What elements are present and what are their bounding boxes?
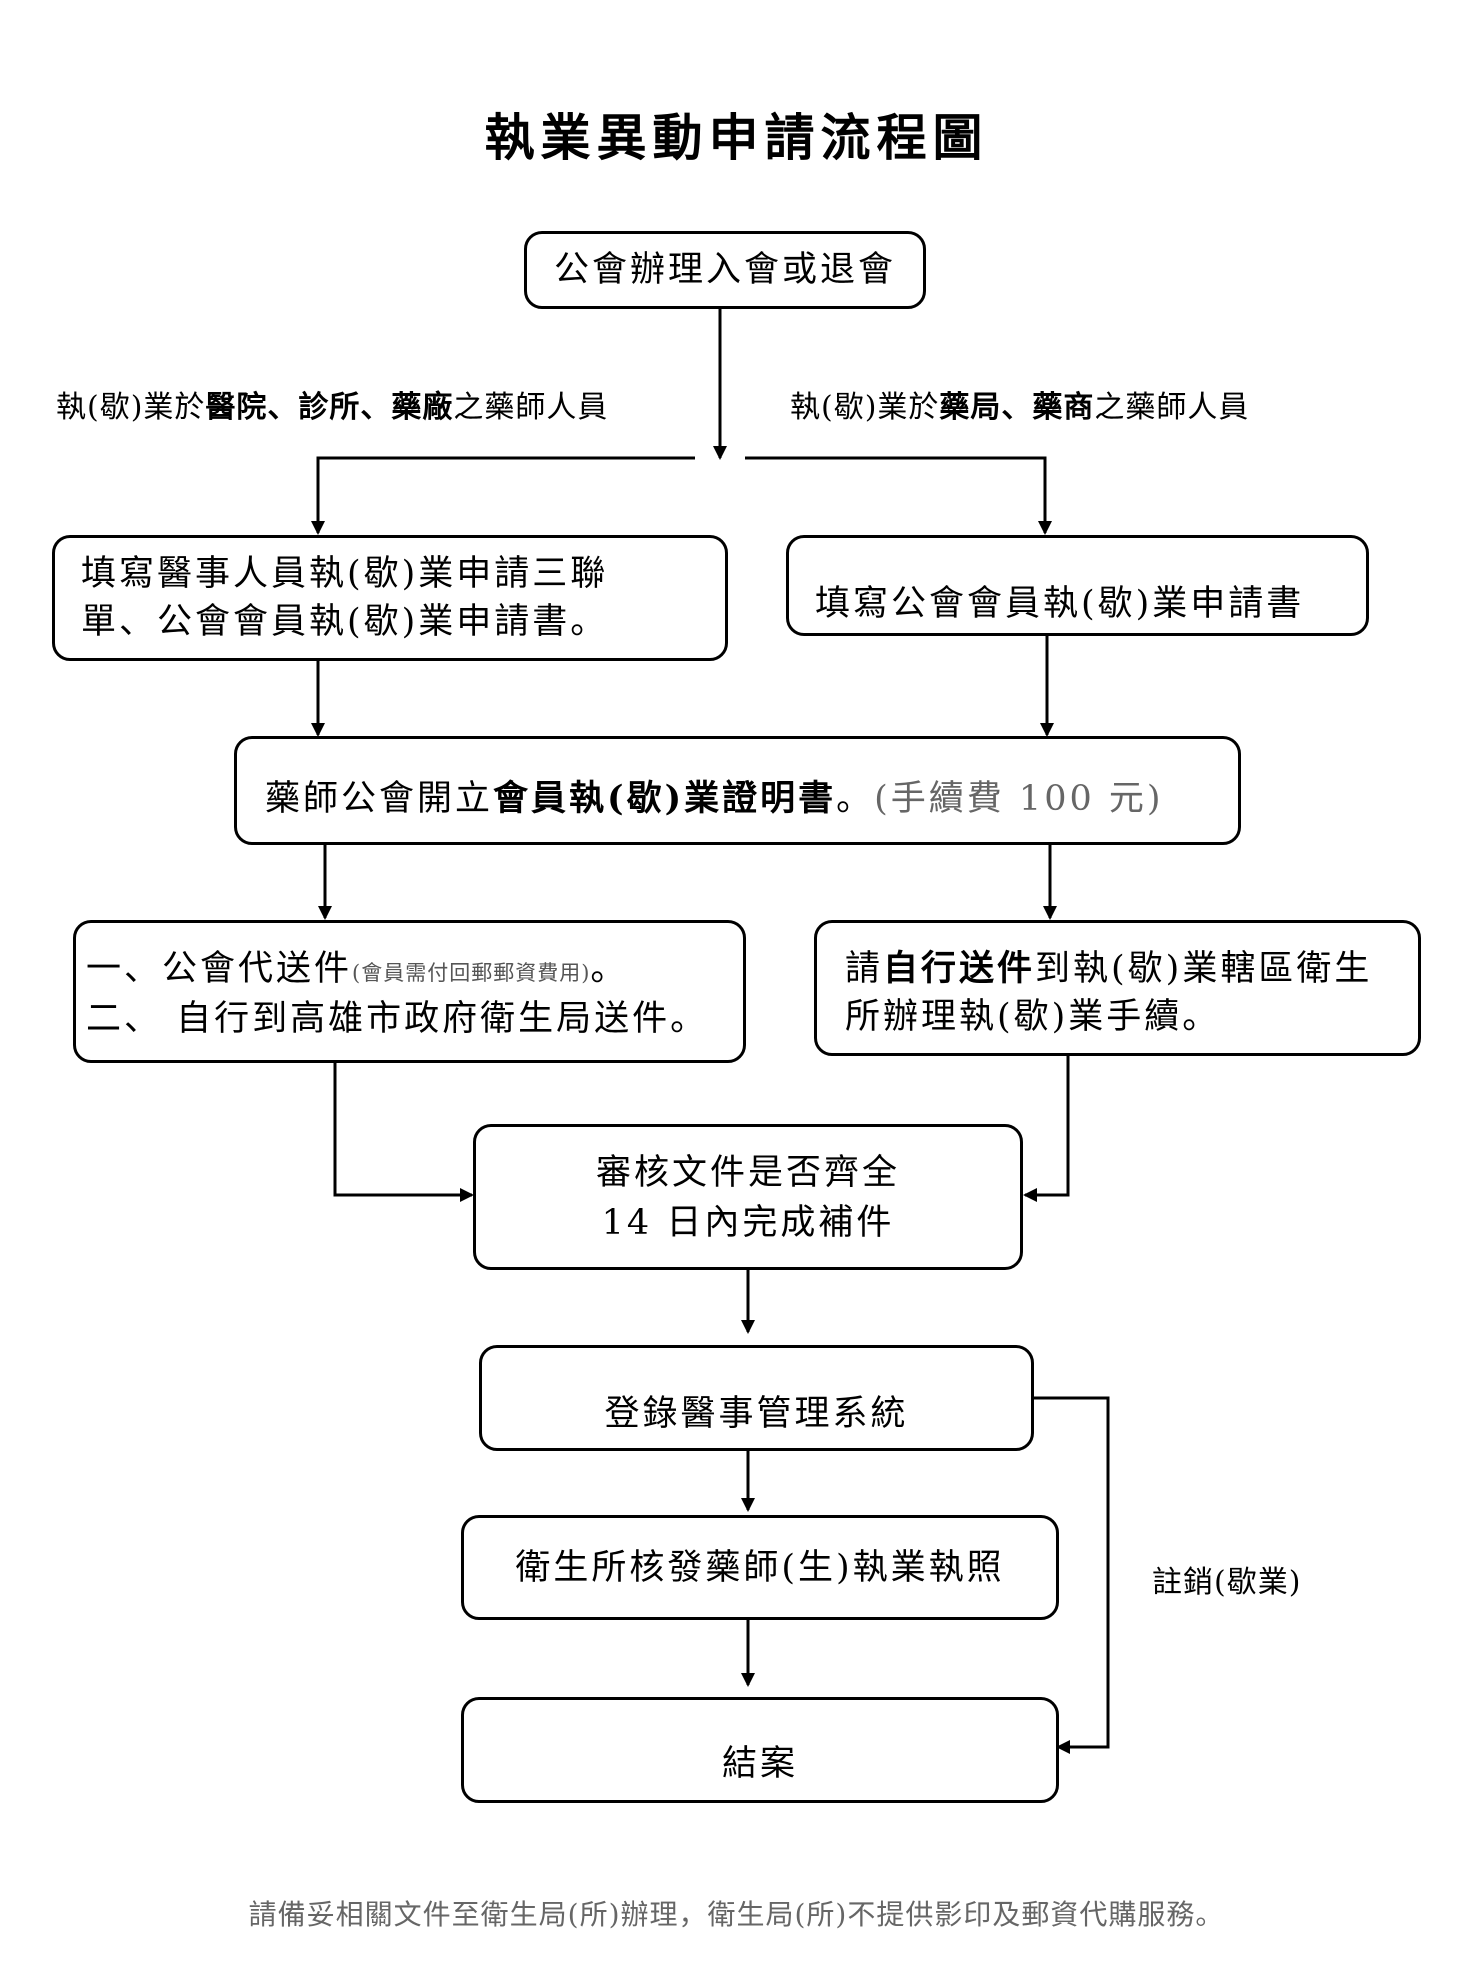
- license-text: 衛生所核發藥師(生)執業執照: [515, 1548, 1005, 1588]
- send-right-line1: 請自行送件到執(歇)業轄區衛生: [845, 945, 1372, 993]
- send-right-line1-bold: 自行送件: [883, 948, 1036, 989]
- branch-left-hospital: 醫院: [205, 390, 268, 425]
- send-right-box: 請自行送件到執(歇)業轄區衛生 所辦理執(歇)業手續。: [814, 920, 1421, 1056]
- start-text: 公會辦理入會或退會: [553, 250, 896, 290]
- branch-left-prefix: 執(歇)業於: [56, 390, 206, 425]
- license-box: 衛生所核發藥師(生)執業執照: [461, 1515, 1059, 1620]
- fill-left-box: 填寫醫事人員執(歇)業申請三聯 單、公會會員執(歇)業申請書。: [52, 535, 728, 661]
- close-box: 結案: [461, 1697, 1059, 1803]
- certificate-fee: (手續費 100 元): [874, 779, 1164, 819]
- branch-left-label: 執(歇)業於醫院、診所、藥廠之藥師人員: [56, 382, 608, 426]
- arrow-to-right-fill: [745, 456, 1052, 535]
- review-line1: 審核文件是否齊全: [595, 1153, 900, 1193]
- register-text: 登錄醫事管理系統: [604, 1394, 909, 1434]
- branch-left-sep2: 、: [360, 390, 392, 425]
- cancel-label: 註銷(歇業): [1152, 1565, 1302, 1600]
- send-left-line1-note: (會員需付回郵郵資費用): [352, 961, 591, 985]
- branch-right-sep1: 、: [1001, 390, 1033, 425]
- certificate-end: 。: [836, 779, 875, 819]
- arrow-send-left-to-review: [333, 1062, 474, 1202]
- branch-right-prefix: 執(歇)業於: [790, 390, 940, 425]
- send-left-box: 一、公會代送件(會員需付回郵郵資費用)。 二、 自行到高雄市政府衛生局送件。: [73, 920, 746, 1063]
- close-text: 結案: [721, 1744, 798, 1784]
- branch-left-sep1: 、: [267, 390, 299, 425]
- send-right-line1-a: 請: [845, 949, 884, 989]
- send-left-line2: 二、 自行到高雄市政府衛生局送件。: [86, 999, 709, 1039]
- certificate-bold: 會員執(歇)業證明書: [493, 778, 837, 819]
- review-line2: 14 日內完成補件: [601, 1203, 895, 1243]
- arrow-send-right-to-review: [1023, 1055, 1070, 1202]
- branch-left-suffix: 之藥師人員: [453, 390, 609, 425]
- send-left-line1: 一、公會代送件(會員需付回郵郵資費用)。: [86, 945, 628, 997]
- review-box: 審核文件是否齊全 14 日內完成補件: [473, 1124, 1023, 1270]
- branch-left-factory: 藥廠: [391, 390, 454, 425]
- fill-left-line2: 單、公會會員執(歇)業申請書。: [81, 602, 609, 642]
- arrow-cancel-to-close: [1032, 1396, 1110, 1754]
- send-left-line1-a: 一、公會代送件: [86, 949, 353, 989]
- fill-right-text: 填寫公會會員執(歇)業申請書: [815, 584, 1305, 624]
- register-box: 登錄醫事管理系統: [479, 1345, 1034, 1451]
- certificate-text: 藥師公會開立會員執(歇)業證明書。(手續費 100 元): [265, 775, 1164, 823]
- fill-left-line1: 填寫醫事人員執(歇)業申請三聯: [81, 554, 609, 594]
- send-left-line1-end: 。: [590, 949, 629, 989]
- send-right-line1-b: 到執(歇)業轄區衛生: [1035, 949, 1373, 989]
- certificate-box: 藥師公會開立會員執(歇)業證明書。(手續費 100 元): [234, 736, 1241, 845]
- page-title: 執業異動申請流程圖: [484, 108, 989, 167]
- send-right-line2: 所辦理執(歇)業手續。: [845, 997, 1221, 1037]
- arrow-to-left-fill: [311, 456, 695, 535]
- branch-left-clinic: 診所: [298, 390, 361, 425]
- footer-note: 請備妥相關文件至衛生局(所)辦理，衛生局(所)不提供影印及郵資代購服務。: [248, 1898, 1225, 1931]
- branch-right-label: 執(歇)業於藥局、藥商之藥師人員: [790, 382, 1249, 426]
- start-box: 公會辦理入會或退會: [524, 231, 926, 309]
- branch-right-pharmacy: 藥局: [939, 390, 1002, 425]
- branch-right-suffix: 之藥師人員: [1094, 390, 1250, 425]
- certificate-prefix: 藥師公會開立: [265, 779, 494, 819]
- fill-right-box: 填寫公會會員執(歇)業申請書: [786, 535, 1369, 636]
- branch-right-dealer: 藥商: [1032, 390, 1095, 425]
